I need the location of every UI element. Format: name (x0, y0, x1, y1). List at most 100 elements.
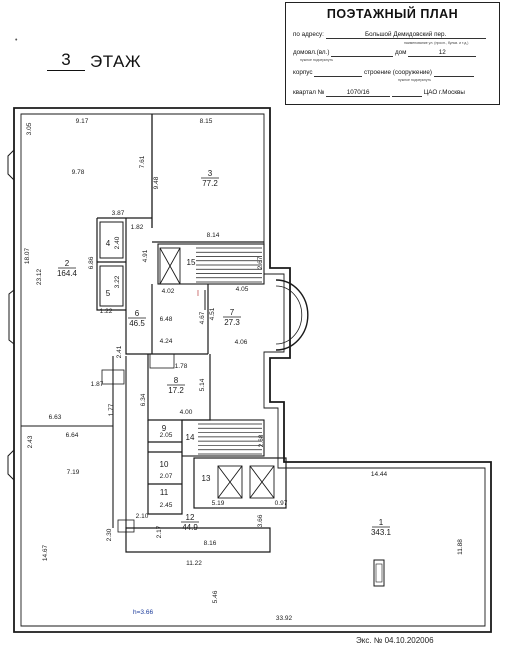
room-number: 1 (379, 518, 384, 527)
stroenie-value (433, 69, 474, 77)
dimension-label: 14.44 (371, 471, 388, 478)
dimension-label: 2.05 (160, 432, 173, 439)
dimension-label: 33.92 (276, 615, 293, 622)
dimension-label: 7.19 (67, 469, 80, 476)
dimension-label: 4.02 (162, 288, 175, 295)
room-area: 27.3 (224, 318, 240, 327)
room-9: 9 (162, 424, 167, 433)
dimension-label: 1.87 (91, 381, 104, 388)
dimension-label: 1.78 (175, 363, 188, 370)
room-number: 14 (186, 433, 195, 442)
stamp-korpus-row: корпус строение (сооружение) (293, 69, 493, 77)
room-number: 2 (65, 259, 70, 268)
dimension-label: 2.43 (27, 435, 34, 448)
dimension-label: 2.40 (114, 236, 121, 249)
dimension-label: 3.05 (26, 122, 33, 135)
plan-walls (7, 107, 492, 633)
address-value: Большой Демидовский пер. (325, 31, 486, 39)
dimension-label: 23.12 (36, 268, 43, 285)
dimension-label: 4.91 (142, 249, 149, 262)
dimension-label: 6.64 (66, 432, 79, 439)
room-area: 17.2 (168, 386, 184, 395)
room-area: 44.9 (182, 523, 198, 532)
stamp-kvartal-row: квартал № 1070/16 ЦАО г.Москвы (293, 89, 493, 97)
room-number: 15 (187, 258, 196, 267)
dimension-label: 1.22 (100, 308, 113, 315)
room-15: 15 (187, 258, 196, 267)
room-number: 13 (202, 474, 211, 483)
room-number: 10 (160, 460, 169, 469)
room-number: 9 (162, 424, 167, 433)
room-number: 4 (106, 239, 111, 248)
kvartal-label: квартал № (293, 89, 325, 96)
korpus-value (314, 69, 363, 77)
dimension-label: 2.17 (156, 525, 163, 538)
address-hint: наименование ул. (просп., бульв. и т.д.) (404, 41, 469, 45)
kvartal-blank (391, 89, 422, 97)
address-label: по адресу: (293, 31, 324, 38)
district-value: ЦАО г.Москвы (423, 89, 465, 96)
dimension-label: 1.82 (131, 224, 144, 231)
bottom-note: Экс. № 04.10.202006 (356, 636, 434, 645)
dimension-label: 3.22 (114, 275, 121, 288)
title-stamp: ПОЭТАЖНЫЙ ПЛАН по адресу: Большой Демидо… (285, 2, 500, 105)
dimension-label: 7.61 (139, 155, 146, 168)
dimension-label: 2.07 (160, 473, 173, 480)
korpus-label: корпус (293, 69, 313, 76)
dimension-label: 3.87 (112, 210, 125, 217)
dimension-label: 4.06 (235, 339, 248, 346)
room-number: 12 (186, 513, 195, 522)
dimension-label: 8.14 (207, 232, 220, 239)
dimension-label: 11.22 (186, 560, 202, 567)
dimension-label: 5.46 (212, 590, 219, 603)
dimension-label: 5.14 (199, 378, 206, 391)
domovl-label: домовл.(вл.) (293, 49, 330, 56)
dimension-label: 1.77 (108, 403, 115, 416)
dimension-label: 9.78 (72, 169, 85, 176)
dimension-label: 9.17 (76, 118, 89, 125)
dimension-label: 6.86 (88, 256, 95, 269)
room-number: 7 (230, 308, 235, 317)
corner-mark: • (15, 37, 18, 44)
dimension-label: 2.68 (258, 434, 265, 447)
dimension-label: 8.16 (204, 540, 217, 547)
stroenie-label: строение (сооружение) (363, 69, 433, 76)
dimension-label: 4.05 (236, 286, 249, 293)
room-10: 10 (160, 460, 169, 469)
domovl-hint: нужное подчеркнуть (300, 58, 334, 62)
ceiling-height-label: h=3.66 (133, 609, 153, 616)
room-number: 5 (106, 289, 111, 298)
dom-label: дом (394, 49, 407, 56)
room-area: 46.5 (129, 319, 145, 328)
dimension-label: 6.63 (49, 414, 62, 421)
room-number: 11 (160, 488, 169, 497)
room-area: 164.4 (57, 269, 78, 278)
stroenie-hint: нужное подчеркнуть (398, 78, 432, 82)
room-13: 13 (202, 474, 211, 483)
window-mark: I (197, 289, 199, 298)
dimension-label: 6.34 (140, 393, 147, 406)
floor-title: ЭТАЖ (90, 52, 142, 71)
stamp-address-row: по адресу: Большой Демидовский пер. (293, 31, 493, 39)
room-8: 817.2 (167, 376, 185, 395)
dimension-label: 0.97 (275, 500, 288, 507)
dimension-label: 4.51 (209, 307, 216, 320)
room-11: 11 (160, 488, 169, 497)
room-number: 8 (174, 376, 179, 385)
dom-value: 12 (408, 49, 477, 57)
room-number: 6 (135, 309, 140, 318)
room-5: 5 (106, 289, 111, 298)
dimension-label: 2.30 (106, 528, 113, 541)
room-3: 377.2 (201, 169, 219, 188)
dimension-label: 4.67 (199, 311, 206, 324)
room-14: 14 (186, 433, 195, 442)
room-7: 727.3 (223, 308, 241, 327)
room-6: 646.5 (128, 309, 146, 328)
kvartal-value: 1070/16 (326, 89, 391, 97)
room-number: 3 (208, 169, 213, 178)
dimension-label: 2.67 (257, 256, 264, 269)
dimension-label: 8.15 (200, 118, 213, 125)
